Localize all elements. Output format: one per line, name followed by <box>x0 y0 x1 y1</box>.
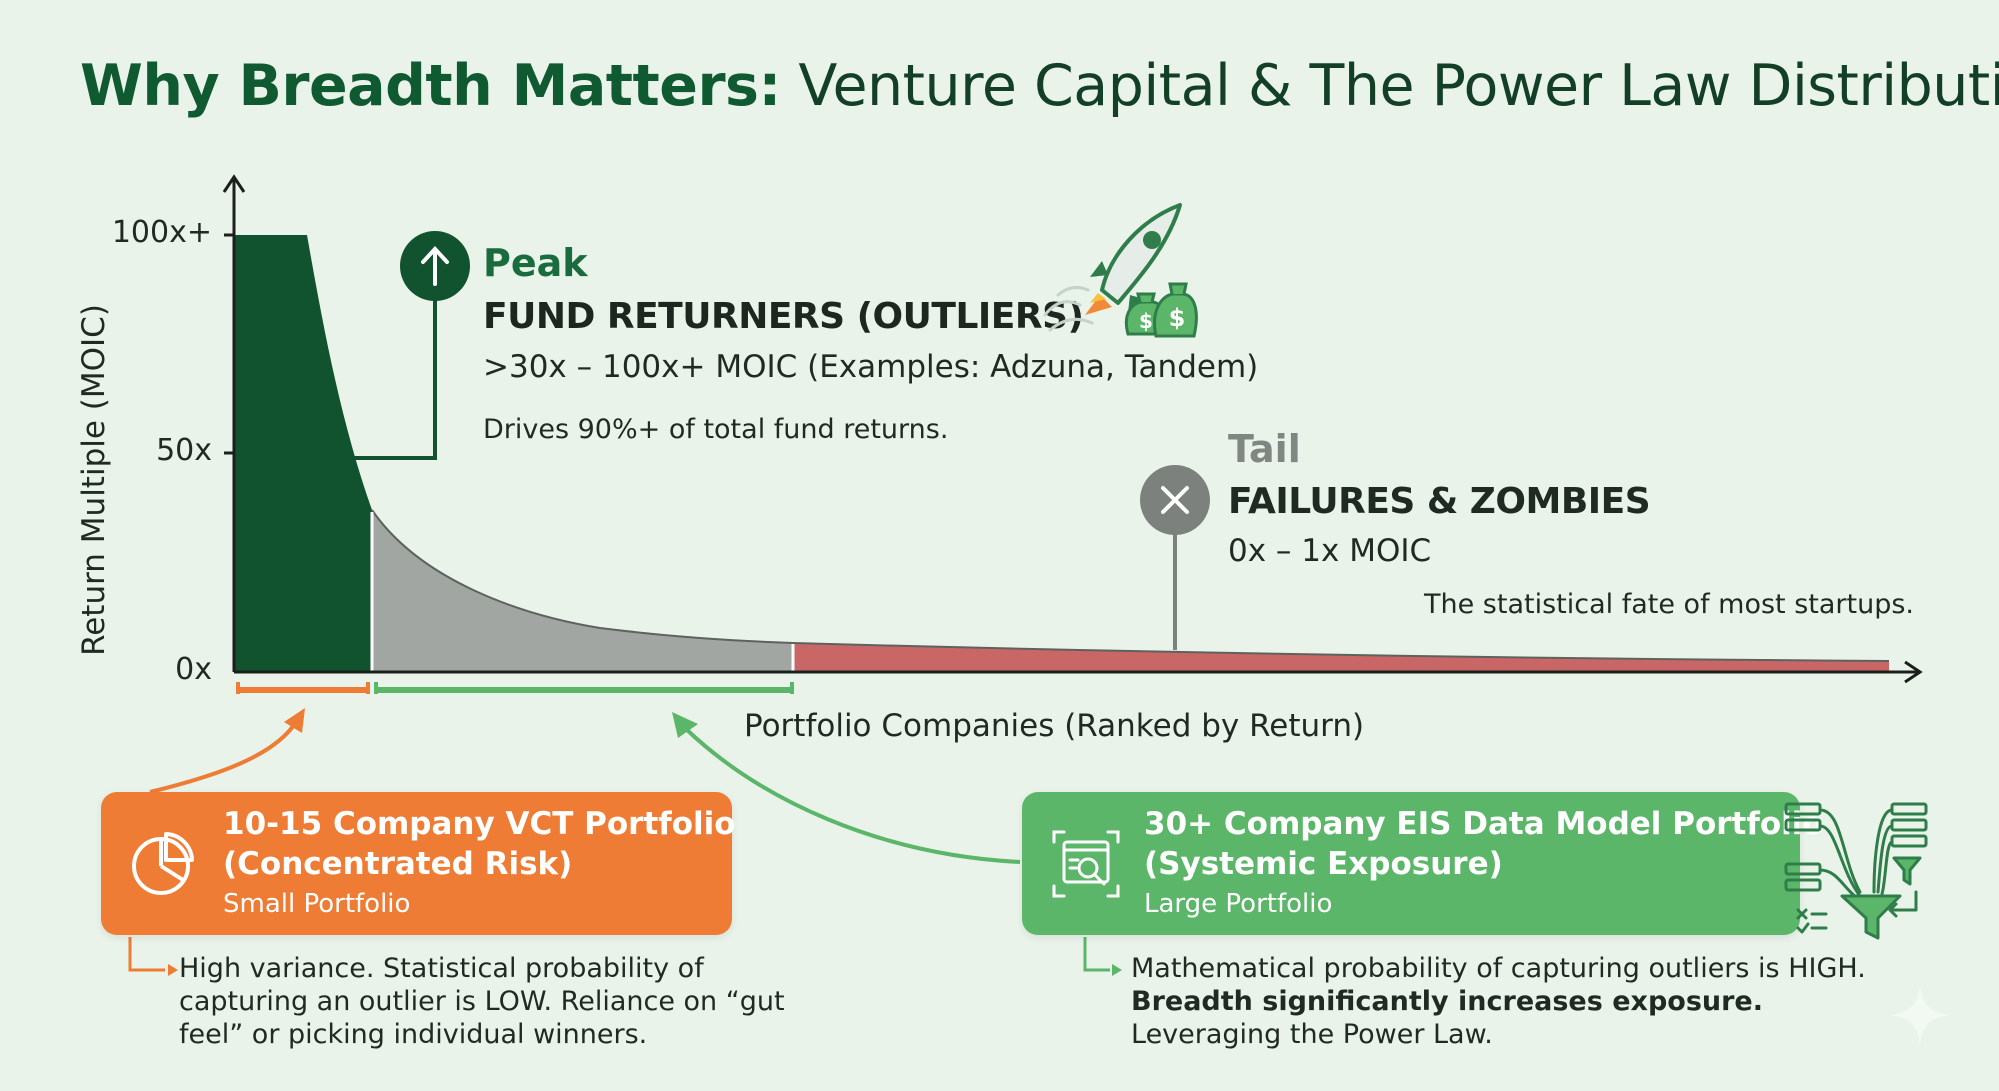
arrow-up-icon <box>421 246 449 286</box>
y-axis-label: Return Multiple (MOIC) <box>76 304 112 656</box>
money-bag-icon: $ $ <box>1125 282 1198 338</box>
large-portfolio-card: 30+ Company EIS Data Model Portfolio (Sy… <box>1022 792 1824 935</box>
large-portfolio-title-2: (Systemic Exposure) <box>1144 846 1503 882</box>
power-law-curve <box>371 509 1890 662</box>
large-portfolio-description: Mathematical probability of capturing ou… <box>1131 953 1866 1050</box>
small-portfolio-description: High variance. Statistical probability o… <box>179 953 785 1050</box>
large-portfolio-title-1: 30+ Company EIS Data Model Portfolio <box>1144 806 1824 842</box>
y-tick-50x: 50x <box>156 433 212 468</box>
tail-note: The statistical fate of most startups. <box>1424 589 1914 620</box>
large-portfolio-arrow <box>683 726 1021 864</box>
small-portfolio-arrow <box>149 720 298 794</box>
peak-tag: Peak <box>483 241 588 285</box>
svg-text:$: $ <box>1139 309 1153 333</box>
tail-title: FAILURES & ZOMBIES <box>1228 481 1651 522</box>
data-search-icon <box>1052 830 1120 898</box>
close-icon <box>1161 486 1189 514</box>
data-funnel-icon <box>1784 802 1928 940</box>
peak-range: >30x – 100x+ MOIC (Examples: Adzuna, Tan… <box>483 349 1259 385</box>
middle-segment <box>372 510 793 672</box>
peak-note: Drives 90%+ of total fund returns. <box>483 414 949 445</box>
page-title: Why Breadth Matters: Venture Capital & T… <box>80 53 1999 119</box>
x-axis-label: Portfolio Companies (Ranked by Return) <box>744 708 1365 744</box>
tail-range: 0x – 1x MOIC <box>1228 533 1432 569</box>
y-tick-0x: 0x <box>175 652 212 687</box>
sparkle-icon <box>1889 984 1951 1046</box>
small-portfolio-card: 10-15 Company VCT Portfolio (Concentrate… <box>101 792 736 935</box>
small-portfolio-title-2: (Concentrated Risk) <box>223 846 573 882</box>
peak-title: FUND RETURNERS (OUTLIERS) <box>483 296 1084 337</box>
y-tick-100x: 100x+ <box>111 215 212 250</box>
pie-chart-icon <box>132 832 194 895</box>
outlier-segment <box>234 235 372 672</box>
svg-text:$: $ <box>1169 304 1186 332</box>
tail-tag: Tail <box>1228 427 1301 471</box>
small-portfolio-title-1: 10-15 Company VCT Portfolio <box>223 806 736 842</box>
small-portfolio-subtitle: Small Portfolio <box>223 889 411 919</box>
peak-connector <box>343 300 437 460</box>
large-portfolio-subtitle: Large Portfolio <box>1144 889 1333 919</box>
